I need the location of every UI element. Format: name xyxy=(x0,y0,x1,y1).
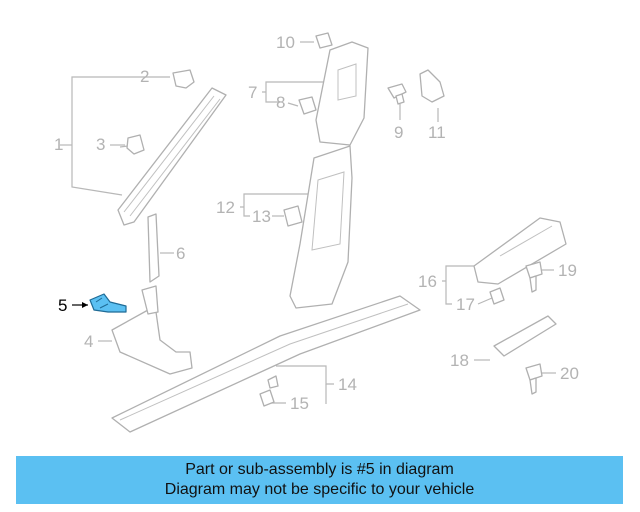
parts xyxy=(89,32,567,433)
callout-18: 18 xyxy=(450,351,469,370)
leader-7-8 xyxy=(262,81,330,103)
leader-14 xyxy=(276,365,334,385)
leader-12-13 xyxy=(240,193,310,217)
callout-8: 8 xyxy=(276,93,285,112)
callout-5[interactable]: 5 xyxy=(58,296,67,315)
part-clip-10 xyxy=(315,32,333,49)
callout-7: 7 xyxy=(248,83,257,102)
part-clip-15-upper xyxy=(267,375,279,389)
part-16-rear-trim xyxy=(473,217,567,285)
part-16-detail xyxy=(499,225,553,257)
leader-lines xyxy=(60,41,556,404)
part-5-bracket xyxy=(89,293,127,313)
part-4-kick-panel xyxy=(111,309,193,375)
callout-12: 12 xyxy=(216,198,235,217)
callout-20: 20 xyxy=(560,364,579,383)
callout-14: 14 xyxy=(338,375,357,394)
part-clip-17 xyxy=(489,287,505,305)
part-bolt-9-shank xyxy=(395,93,405,105)
part-18 xyxy=(493,315,557,357)
callout-17: 17 xyxy=(456,295,475,314)
part-b-pillar-upper xyxy=(315,41,369,146)
part-b-pillar-upper-window xyxy=(337,63,357,101)
part-sill-plate xyxy=(111,295,421,433)
leader-16-17 xyxy=(442,265,480,305)
callout-19: 19 xyxy=(558,261,577,280)
banner-line-1: Part or sub-assembly is #5 in diagram xyxy=(185,461,454,478)
banner-line-2: Diagram may not be specific to your vehi… xyxy=(164,481,475,498)
part-clip-13 xyxy=(283,205,303,227)
callout-1: 1 xyxy=(54,135,63,154)
part-b-pillar-lower xyxy=(289,145,353,309)
part-bolt-9-head xyxy=(387,83,407,99)
part-screw-20 xyxy=(525,363,543,381)
leader-5-arrowhead xyxy=(82,302,88,308)
part-screw-20-shank xyxy=(529,377,537,395)
part-b-pillar-lower-panel xyxy=(311,171,345,251)
part-clip-3 xyxy=(126,134,145,155)
callout-6: 6 xyxy=(176,244,185,263)
part-clip-15 xyxy=(259,389,275,407)
part-sill-plate-ridge xyxy=(119,303,409,421)
part-clip-2 xyxy=(172,69,195,89)
callout-2: 2 xyxy=(140,67,149,86)
leader-17 xyxy=(477,297,493,305)
callout-13: 13 xyxy=(252,207,271,226)
part-screw-19-shank xyxy=(529,275,537,293)
callout-10: 10 xyxy=(276,33,295,52)
leader-1-bracket xyxy=(71,76,123,196)
part-11 xyxy=(419,69,445,103)
callout-9: 9 xyxy=(394,123,403,142)
part-screw-19 xyxy=(525,261,543,279)
part-a-pillar-trim xyxy=(117,87,227,226)
callout-4: 4 xyxy=(84,332,93,351)
callout-16: 16 xyxy=(418,272,437,291)
part-4-upper xyxy=(141,285,159,315)
part-clip-8 xyxy=(298,96,317,115)
part-6-strip xyxy=(147,213,160,283)
leader-8 xyxy=(287,102,299,107)
part-5-detail xyxy=(95,297,109,309)
part-a-pillar-detail xyxy=(123,95,221,217)
info-banner: Part or sub-assembly is #5 in diagram Di… xyxy=(16,456,623,504)
callout-3: 3 xyxy=(96,135,105,154)
callout-11: 11 xyxy=(428,123,446,142)
callout-15: 15 xyxy=(290,394,309,413)
callout-labels: 1 2 3 4 5 6 7 8 9 10 11 12 13 14 15 16 1… xyxy=(54,33,579,413)
